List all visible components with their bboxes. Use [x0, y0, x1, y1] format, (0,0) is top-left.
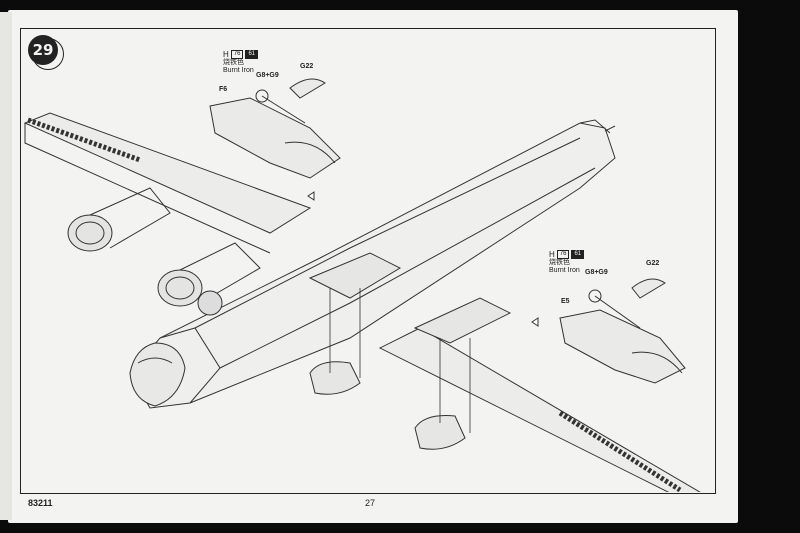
paint-name-en-right: Burnt Iron: [549, 267, 580, 274]
aircraft-line-drawing: [23, 78, 701, 492]
previous-page-edge: [0, 12, 12, 520]
page-number: 27: [365, 498, 376, 508]
part-combo-right: G8+G9: [585, 269, 608, 276]
paint-chip-left-2: 61: [245, 50, 259, 59]
paint-callout-left: H 76 61 烧铁色 Burnt Iron: [223, 49, 259, 75]
part-e5: E5: [561, 298, 570, 305]
part-f6: F6: [219, 86, 228, 93]
part-g22-right: G22: [646, 260, 660, 267]
paint-callout-right: H 76 61 烧铁色 Burnt Iron: [549, 249, 585, 275]
paint-chip-right-2: 61: [571, 250, 585, 259]
kit-number: 83211: [28, 498, 53, 508]
page-frame: [20, 28, 716, 494]
paint-name-zh-right: 烧铁色: [549, 259, 570, 266]
paint-code-right: H: [549, 249, 555, 259]
part-g22-left: G22: [300, 63, 314, 70]
paint-name-en-left: Burnt Iron: [223, 67, 254, 74]
paint-name-zh-left: 烧铁色: [223, 59, 244, 66]
paint-chip-right-1: 76: [556, 250, 570, 259]
part-combo-left: G8+G9: [256, 72, 279, 79]
paint-chip-left-1: 76: [230, 50, 244, 59]
step-number-badge: 29: [28, 35, 58, 65]
paint-code-left: H: [223, 49, 229, 59]
